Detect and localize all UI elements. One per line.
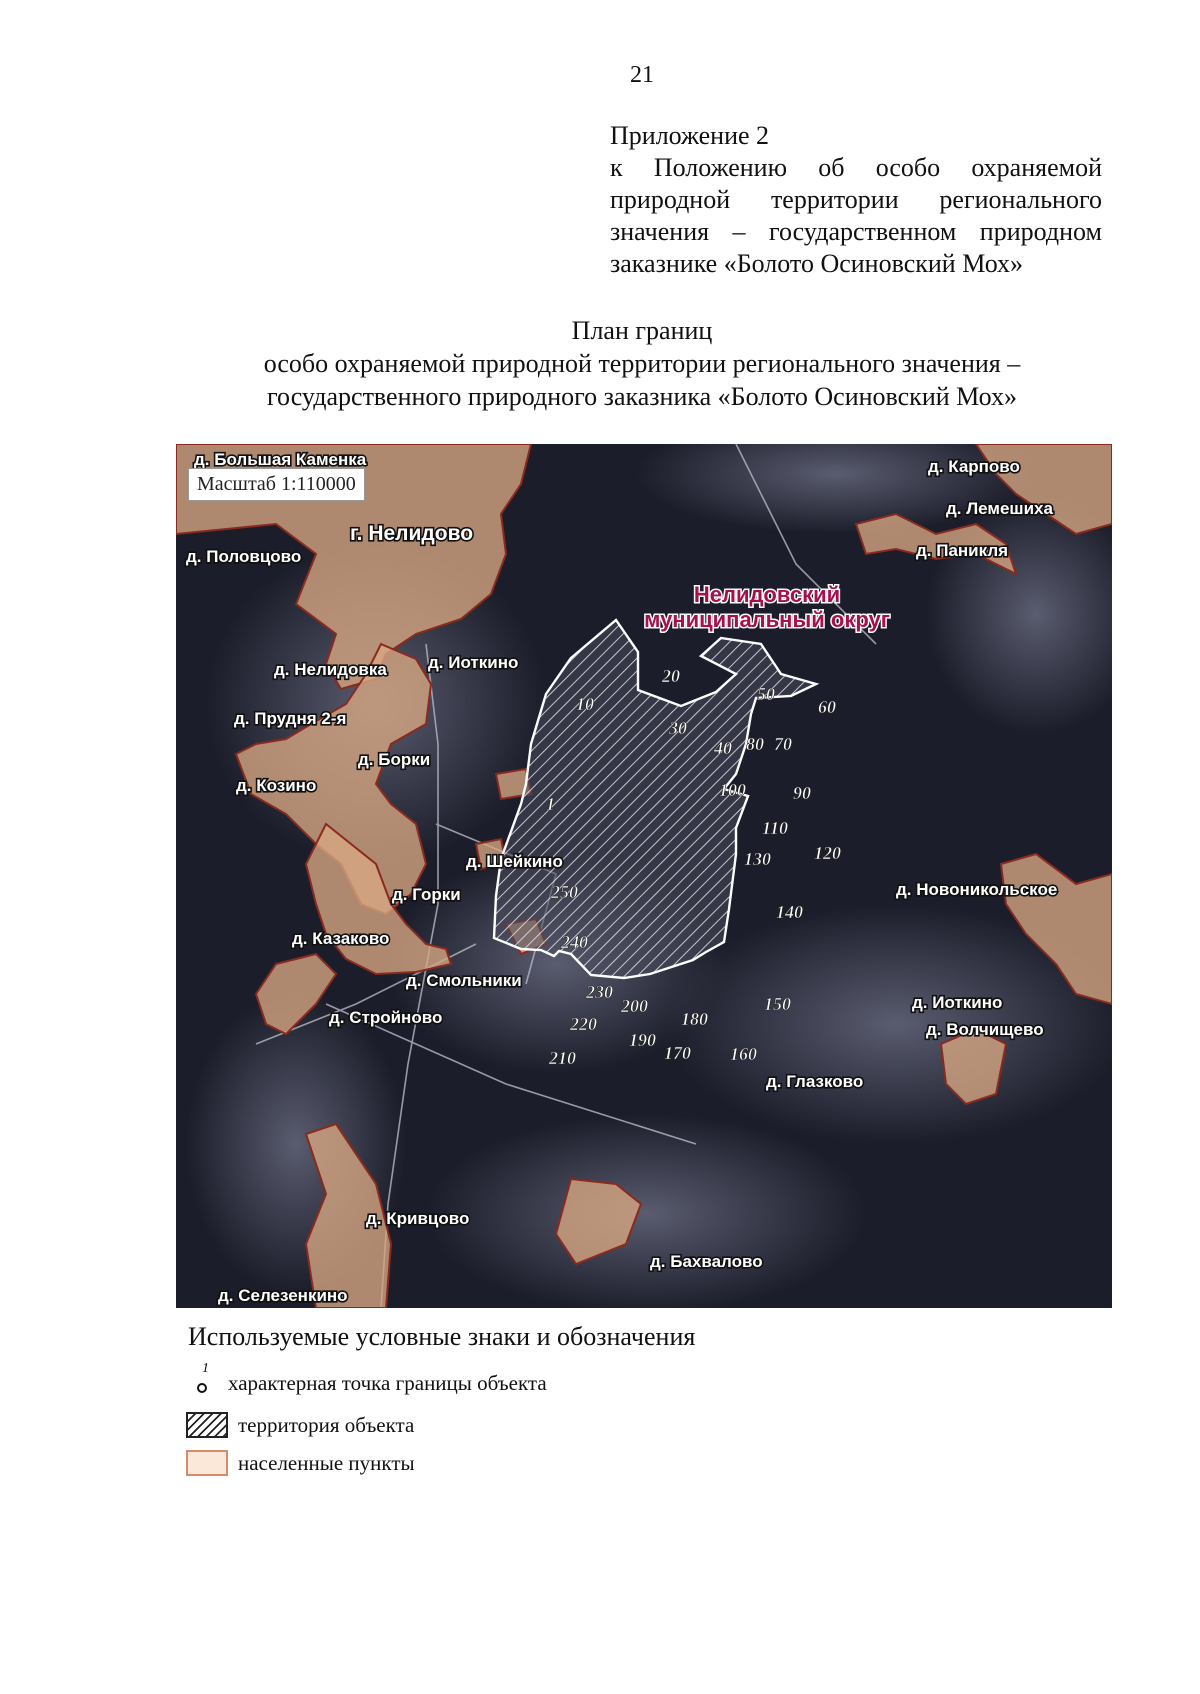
appendix-heading: Приложение 2 (610, 121, 770, 150)
boundary-point-label: 170 (664, 1043, 691, 1063)
boundary-point-label: 160 (730, 1044, 757, 1064)
boundary-point-label: 250 (550, 882, 578, 902)
boundary-point-label: 200 (620, 996, 648, 1016)
legend-territory-label: территория объекта (238, 1412, 415, 1437)
plan-title-line-3: государственного природного заказника «Б… (267, 382, 1017, 411)
settlement-label: д. Половцово (186, 547, 301, 566)
settlement-label: д. Прудня 2-я (234, 709, 346, 728)
boundary-point-label: 50 (757, 684, 775, 704)
boundary-point-label: 20 (661, 666, 680, 686)
legend-point-label: характерная точка границы объекта (228, 1370, 547, 1395)
settlement-label: д. Казаково (292, 929, 389, 948)
settlement-label: д. Иоткино (912, 993, 1002, 1012)
reserve-territory (492, 618, 820, 980)
boundary-point-label: 1 (546, 794, 555, 814)
territory-hatch-symbol (186, 1412, 228, 1438)
settlement-label: д. Козино (236, 776, 316, 795)
boundary-point-ring (197, 1383, 207, 1393)
settlement-label: д. Лемешиха (946, 499, 1054, 518)
boundary-point-label: 70 (774, 734, 792, 754)
settlement-fill-symbol (186, 1450, 228, 1476)
settlement-label: д. Глазково (766, 1072, 863, 1091)
boundary-map: 1 10 20 30 40 50 60 70 80 90 100 110 120… (176, 444, 1112, 1308)
settlement-label: г. Нелидово (350, 522, 473, 545)
boundary-point-label: 80 (746, 734, 764, 754)
district-label-line-2: муниципальный округ (644, 607, 890, 632)
boundary-point-label: 130 (744, 849, 771, 869)
legend-item-territory: территория объекта (186, 1410, 414, 1440)
boundary-point-label: 100 (719, 780, 746, 800)
settlement-label: д. Селезенкино (218, 1286, 348, 1305)
plan-title: План границ особо охраняемой природной т… (200, 314, 1084, 413)
settlement-label: д. Стройново (329, 1008, 442, 1027)
boundary-point-symbol-number: 1 (202, 1361, 209, 1376)
boundary-point-label: 240 (560, 932, 588, 952)
boundary-point-label: 120 (814, 843, 841, 863)
boundary-point-label: 110 (762, 818, 788, 838)
settlement-label: д. Паникля (916, 541, 1008, 560)
settlement-label: д. Смольники (406, 971, 522, 990)
settlement-labels: д. Большая Каменка г. Нелидово д. Половц… (184, 448, 1059, 1306)
settlement-label: д. Горки (392, 885, 461, 904)
boundary-point-labels: 1 10 20 30 40 50 60 70 80 90 100 110 120… (546, 666, 842, 1069)
map-canvas: 1 10 20 30 40 50 60 70 80 90 100 110 120… (176, 444, 1112, 1308)
settlement-label: д. Новоникольское (896, 880, 1057, 899)
plan-title-line-1: План границ (571, 316, 713, 345)
plan-title-line-2: особо охраняемой природной территории ре… (263, 349, 1021, 378)
settlements (176, 444, 1112, 1308)
legend-item-settlements: населенные пункты (186, 1448, 415, 1478)
boundary-point-label: 150 (764, 994, 791, 1014)
appendix-block: Приложение 2 к Положению об особо охраня… (610, 120, 1102, 280)
legend-item-point: 1 характерная точка границы объекта (186, 1361, 547, 1398)
settlement-label: д. Бахвалово (650, 1252, 763, 1271)
settlement-label: д. Борки (358, 750, 430, 769)
boundary-point-label: 220 (569, 1014, 597, 1034)
boundary-point-label: 210 (548, 1048, 576, 1068)
district-label: Нелидовский муниципальный округ (643, 581, 892, 634)
settlement-label: д. Нелидовка (274, 660, 387, 679)
boundary-point-label: 30 (668, 718, 687, 738)
settlement-label: д. Волчищево (926, 1020, 1044, 1039)
legend-settlements-label: населенные пункты (238, 1450, 415, 1475)
settlement-label: д. Иоткино (428, 653, 518, 672)
boundary-point-label: 90 (793, 783, 811, 803)
page-number: 21 (630, 62, 654, 88)
boundary-point-label: 40 (713, 738, 732, 758)
settlement-label: д. Кривцово (366, 1209, 469, 1228)
settlement-label: д. Большая Каменка (194, 450, 367, 469)
settlement-label: д. Шейкино (466, 852, 563, 871)
settlement-label: д. Карпово (928, 457, 1020, 476)
boundary-point-label: 60 (818, 697, 836, 717)
boundary-point-label: 190 (629, 1030, 656, 1050)
boundary-point-label: 140 (776, 902, 803, 922)
boundary-point-label: 230 (585, 982, 613, 1002)
boundary-point-label: 180 (681, 1009, 708, 1029)
legend-title: Используемые условные знаки и обозначени… (188, 1322, 696, 1351)
appendix-body: к Положению об особо охраняемой природно… (610, 153, 1102, 278)
boundary-point-label: 10 (576, 694, 594, 714)
district-label-line-1: Нелидовский (694, 582, 840, 607)
boundary-point-symbol: 1 (186, 1361, 228, 1398)
map-scale-label: Масштаб 1:110000 (188, 468, 365, 501)
